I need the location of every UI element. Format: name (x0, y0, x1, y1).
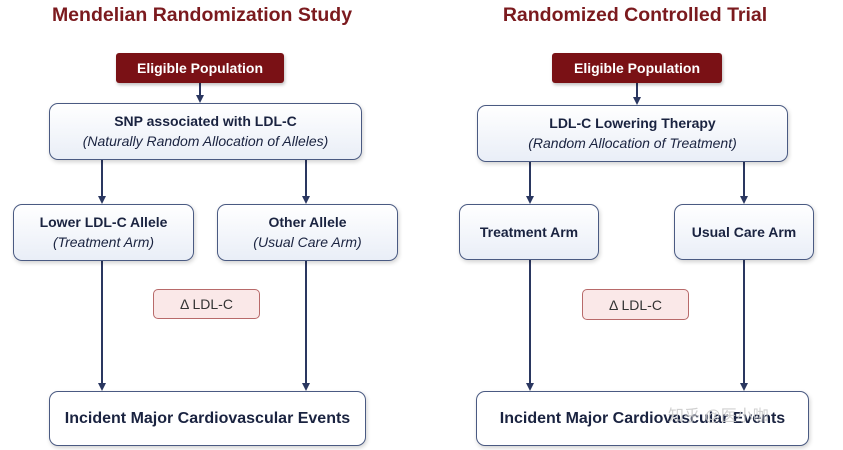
mr-delta-ldl: Δ LDL-C (153, 289, 260, 319)
mr-title: Mendelian Randomization Study (51, 4, 353, 26)
rct-therapy-allocation-box: LDL-C Lowering Therapy (Random Allocatio… (477, 105, 788, 162)
mr-snp-label: SNP associated with LDL-C (114, 112, 297, 129)
watermark: 知乎 @医小咖 (668, 408, 769, 425)
rct-therapy-label: LDL-C Lowering Therapy (549, 114, 716, 131)
mr-other-allele-sublabel: (Usual Care Arm) (253, 233, 362, 250)
mr-other-allele-label: Other Allele (268, 213, 347, 230)
rct-eligible-population: Eligible Population (552, 53, 722, 83)
mr-eligible-population: Eligible Population (116, 53, 284, 83)
rct-treatment-arm-label: Treatment Arm (479, 223, 579, 240)
rct-outcome-label: Incident Major Cardiovascular Events (499, 410, 786, 427)
mr-lower-allele-label: Lower LDL-C Allele (39, 213, 168, 230)
mr-other-allele-box: Other Allele (Usual Care Arm) (217, 204, 398, 261)
mr-snp-allocation-box: SNP associated with LDL-C (Naturally Ran… (49, 103, 362, 160)
rct-usual-care-arm-box: Usual Care Arm (674, 204, 814, 260)
mr-outcome-box: Incident Major Cardiovascular Events (49, 391, 366, 446)
rct-usual-care-arm-label: Usual Care Arm (691, 223, 797, 240)
mr-snp-sublabel: (Naturally Random Allocation of Alleles) (82, 132, 329, 149)
rct-outcome-box: Incident Major Cardiovascular Events (476, 391, 809, 446)
mr-lower-allele-box: Lower LDL-C Allele (Treatment Arm) (13, 204, 194, 261)
mr-lower-allele-sublabel: (Treatment Arm) (52, 233, 155, 250)
rct-treatment-arm-box: Treatment Arm (459, 204, 599, 260)
rct-title: Randomized Controlled Trial (502, 4, 768, 26)
rct-delta-ldl: Δ LDL-C (582, 289, 689, 320)
mr-outcome-label: Incident Major Cardiovascular Events (64, 410, 351, 427)
rct-therapy-sublabel: (Random Allocation of Treatment) (528, 134, 737, 151)
